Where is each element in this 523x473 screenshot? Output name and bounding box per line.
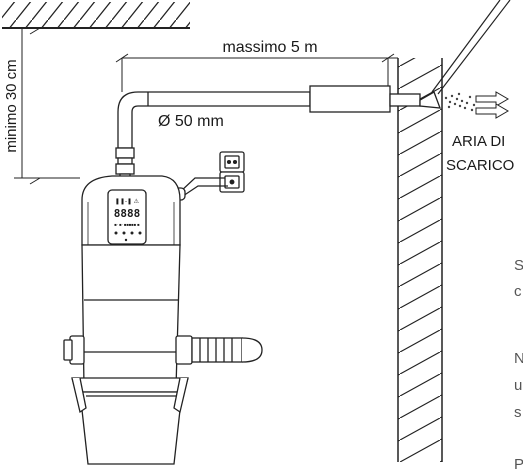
side-text-2: c bbox=[514, 283, 522, 300]
exhaust-arrow-icon bbox=[475, 91, 509, 119]
min-height-dimension bbox=[14, 27, 80, 185]
left-inlet bbox=[63, 335, 85, 365]
panel-top-symbols: ❚❚-❚ ⚠ bbox=[115, 198, 140, 205]
exhaust-label-line2: SCARICO bbox=[446, 157, 514, 174]
ceiling bbox=[2, 2, 190, 29]
power-cable bbox=[179, 177, 228, 199]
control-panel bbox=[107, 189, 147, 245]
side-text-1: S bbox=[514, 257, 523, 274]
exhaust-outlet bbox=[419, 0, 511, 109]
panel-indicator-dots bbox=[114, 231, 142, 242]
side-text-3: N bbox=[514, 350, 523, 367]
power-socket bbox=[219, 151, 245, 193]
min-height-label: minimo 30 cm bbox=[3, 59, 20, 152]
wall bbox=[397, 58, 443, 462]
exhaust-label-line1: ARIA DI bbox=[452, 133, 505, 150]
diameter-label: Ø 50 mm bbox=[158, 113, 224, 130]
side-text-6: P bbox=[514, 456, 523, 473]
dust-bucket bbox=[71, 377, 189, 465]
right-inlet-hose bbox=[175, 335, 263, 365]
panel-display-digits: 8888 bbox=[114, 207, 141, 220]
panel-small-text: ■· ■· ■■■■■ ■ bbox=[114, 222, 140, 227]
exhaust-pipe bbox=[115, 85, 421, 183]
side-text-5: s bbox=[514, 404, 522, 421]
exhaust-spray bbox=[444, 92, 476, 112]
side-text-4: u bbox=[514, 377, 523, 394]
max-distance-label: massimo 5 m bbox=[222, 39, 317, 56]
